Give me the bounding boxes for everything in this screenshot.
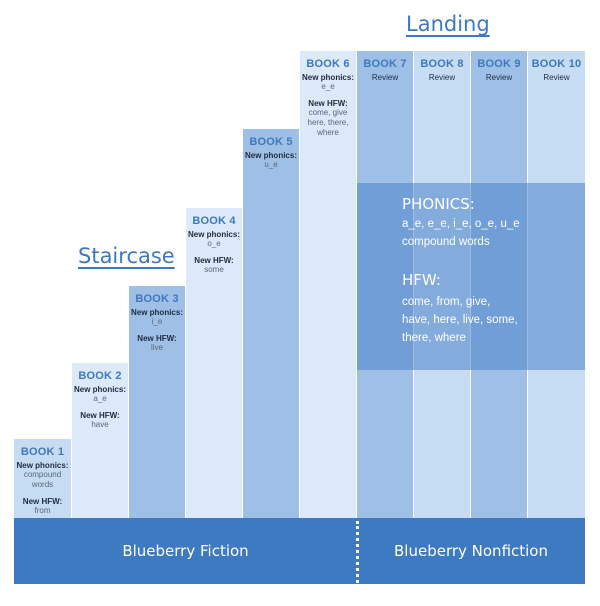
book-2-hfw: have [91,420,109,429]
nonfiction-label: Blueberry Nonfiction [394,542,548,560]
summary-hfw-line-2: have, here, live, some, [402,314,518,326]
book-3-hfw: live [150,343,163,352]
book-1-hfw: from [34,506,51,515]
book-7-note: Review [371,73,399,82]
book-8-note: Review [428,73,456,82]
summary-hfw-line-1: come, from, give, [402,296,491,308]
book-9-title: BOOK 9 [477,58,521,70]
book-1-phonics-label: New phonics: [16,461,69,470]
book-2-phonics: a_e [93,394,107,403]
book-3-phonics: i_e [151,317,163,326]
book-4-hfw-label: New HFW: [194,256,234,265]
summary-phonics-line-2: compound words [402,236,490,248]
book-6-phonics-label: New phonics: [301,73,354,82]
book-4-title: BOOK 4 [192,215,236,227]
book-2-phonics-label: New phonics: [73,385,126,394]
book-1-hfw-label: New HFW: [22,497,63,506]
book-10-note: Review [543,73,570,82]
book-5-title: BOOK 5 [249,136,293,148]
summary-hfw-heading: HFW: [402,271,441,289]
nonfiction-bar: Blueberry Nonfiction [357,518,585,584]
book-3-phonics-label: New phonics: [130,308,183,317]
book-3-hfw-label: New HFW: [137,334,177,343]
summary-phonics-line-1: a_e, e_e, i_e, o_e, u_e [402,218,520,230]
book-3-column: BOOK 3 New phonics: i_e New HFW: live [129,286,186,518]
summary-phonics-heading: PHONICS: [402,195,475,213]
landing-title: Landing [406,12,490,36]
fiction-nonfiction-divider [356,521,359,583]
book-6-hfw: come, give here, there, where [307,108,349,137]
book-4-column: BOOK 4 New phonics: o_e New HFW: some [186,208,243,518]
book-7-title: BOOK 7 [363,58,407,70]
book-6-title: BOOK 6 [306,58,350,70]
book-4-hfw: some [204,265,224,274]
fiction-label: Blueberry Fiction [122,542,249,560]
book-2-title: BOOK 2 [78,370,122,382]
book-6-phonics: e_e [321,82,335,91]
landing-summary-panel: PHONICS: a_e, e_e, i_e, o_e, u_e compoun… [357,183,585,370]
book-8-title: BOOK 8 [420,58,464,70]
fiction-bar: Blueberry Fiction [14,518,357,584]
book-6-hfw-label: New HFW: [308,99,348,108]
book-10-title: BOOK 10 [531,58,582,70]
book-1-column: BOOK 1 New phonics: compound words New H… [14,439,72,518]
book-5-phonics-label: New phonics: [244,151,297,160]
book-4-phonics: o_e [207,239,221,248]
book-6-column: BOOK 6 New phonics: e_e New HFW: come, g… [300,51,357,518]
staircase-title: Staircase [78,244,175,268]
book-5-column: BOOK 5 New phonics: u_e [243,129,300,518]
book-5-phonics: u_e [264,160,278,169]
book-4-phonics-label: New phonics: [187,230,240,239]
book-1-title: BOOK 1 [20,446,65,458]
book-3-title: BOOK 3 [135,293,179,305]
book-1-phonics: compound words [23,470,62,489]
book-2-hfw-label: New HFW: [80,411,120,420]
book-2-column: BOOK 2 New phonics: a_e New HFW: have [72,363,129,518]
book-9-note: Review [485,73,513,82]
summary-hfw-line-3: there, where [402,332,466,344]
